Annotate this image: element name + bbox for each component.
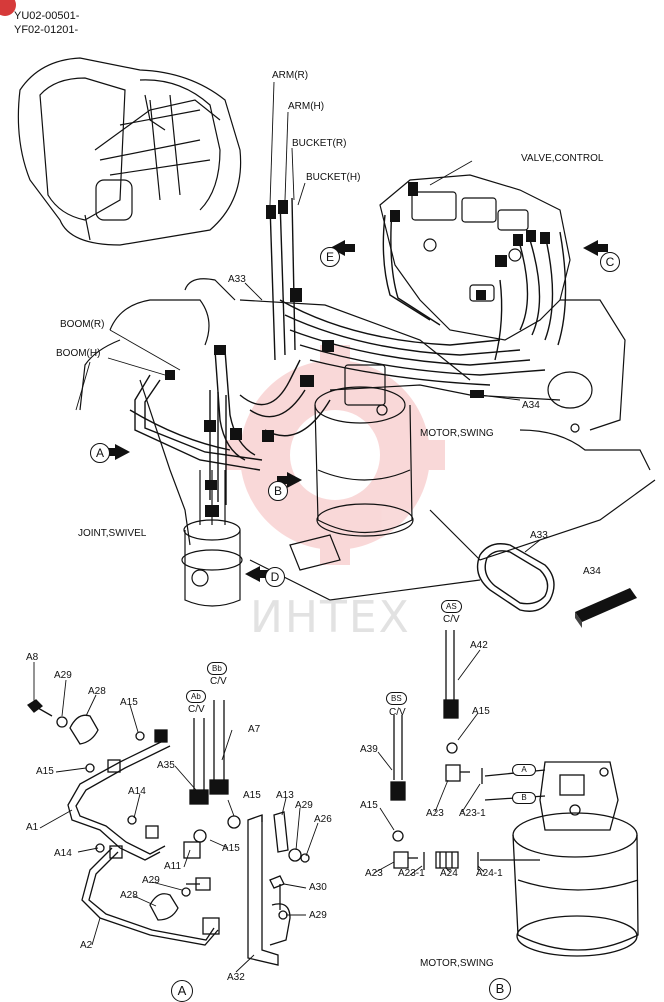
label-a14-low: A14 xyxy=(54,848,72,859)
label-cv-left-b: C/V xyxy=(389,707,406,718)
label-a34-loose: A34 xyxy=(583,566,601,577)
label-a8: A8 xyxy=(26,652,39,663)
watermark-gear-icon xyxy=(225,345,445,565)
label-bucket-r: BUCKET(R) xyxy=(292,138,347,149)
watermark-text: ИНТЕХ xyxy=(250,592,411,643)
label-a29-right: A29 xyxy=(295,800,313,811)
label-a23-1-low: A23-1 xyxy=(398,868,425,879)
label-a26: A26 xyxy=(314,814,332,825)
label-bucket-h: BUCKET(H) xyxy=(306,172,361,183)
detail-b-caption: B xyxy=(489,978,511,1000)
label-a29-bottom: A29 xyxy=(309,910,327,921)
label-a28-top: A28 xyxy=(88,686,106,697)
a34-block xyxy=(575,588,637,628)
label-a23-1-top: A23-1 xyxy=(459,808,486,819)
excavator-thumbnail xyxy=(17,57,242,246)
serial-number-2: YF02-01201- xyxy=(14,24,79,36)
label-a15-top-b: A15 xyxy=(472,706,490,717)
tag-bb: Bb xyxy=(207,662,227,675)
label-a1: A1 xyxy=(26,822,39,833)
serial-number-1: YU02-00501- xyxy=(14,10,80,22)
label-a30: A30 xyxy=(309,882,327,893)
detail-b-drawing xyxy=(390,630,639,957)
label-a24: A24 xyxy=(440,868,458,879)
fittings xyxy=(165,182,550,517)
label-a29-low: A29 xyxy=(142,875,160,886)
label-boom-h: BOOM(H) xyxy=(56,348,101,359)
tag-as: AS xyxy=(441,600,462,613)
label-cv-top: C/V xyxy=(443,614,460,625)
leader-lines-top xyxy=(75,81,541,553)
view-marker-c: C xyxy=(600,252,620,272)
label-cv-left: C/V xyxy=(188,704,205,715)
hose-bundle xyxy=(129,197,567,505)
detail-a-drawing xyxy=(27,699,310,966)
label-a29-top: A29 xyxy=(54,670,72,681)
detail-b-leaders xyxy=(373,649,485,876)
view-marker-e: E xyxy=(320,247,340,267)
label-joint-swivel: JOINT,SWIVEL xyxy=(78,528,147,539)
label-a11: A11 xyxy=(164,861,182,872)
label-motor-swing-main: MOTOR,SWING xyxy=(420,428,494,439)
label-arm-h: ARM(H) xyxy=(288,101,325,112)
label-a33-loose: A33 xyxy=(530,530,548,541)
label-a15-left-b: A15 xyxy=(360,800,378,811)
label-a14-top: A14 xyxy=(128,786,146,797)
label-cv-right: C/V xyxy=(210,676,227,687)
label-motor-swing-b: MOTOR,SWING xyxy=(420,958,494,969)
label-a34-main: A34 xyxy=(522,400,540,411)
label-arm-r: ARM(R) xyxy=(272,70,309,81)
view-arrows xyxy=(103,240,608,582)
label-a15-low: A15 xyxy=(222,843,240,854)
label-a23-top: A23 xyxy=(426,808,444,819)
connector-tag-b: B xyxy=(512,792,536,804)
a33-seal-ring xyxy=(476,543,555,612)
label-a24-1: A24-1 xyxy=(476,868,503,879)
label-a13: A13 xyxy=(276,790,294,801)
label-a2: A2 xyxy=(80,940,93,951)
label-a39: A39 xyxy=(360,744,378,755)
view-marker-d: D xyxy=(265,567,285,587)
label-a15-mid: A15 xyxy=(243,790,261,801)
view-marker-b: B xyxy=(268,481,288,501)
detail-a-caption: A xyxy=(171,980,193,1002)
label-a7: A7 xyxy=(248,724,261,735)
label-a23-low: A23 xyxy=(365,868,383,879)
corner-badge-icon xyxy=(0,0,16,16)
detail-a-leaders xyxy=(33,662,319,973)
label-valve-control: VALVE,CONTROL xyxy=(521,153,604,164)
label-a35: A35 xyxy=(157,760,175,771)
label-boom-r: BOOM(R) xyxy=(60,319,105,330)
label-a32: A32 xyxy=(227,972,245,983)
label-a15-left: A15 xyxy=(36,766,54,777)
connector-tag-a: A xyxy=(512,764,536,776)
view-marker-a: A xyxy=(90,443,110,463)
tag-bs: BS xyxy=(386,692,407,705)
tag-ab: Ab xyxy=(186,690,206,703)
label-a28-low: A28 xyxy=(120,890,138,901)
label-a15-top: A15 xyxy=(120,697,138,708)
label-a33-main: A33 xyxy=(228,274,246,285)
label-a42: A42 xyxy=(470,640,488,651)
